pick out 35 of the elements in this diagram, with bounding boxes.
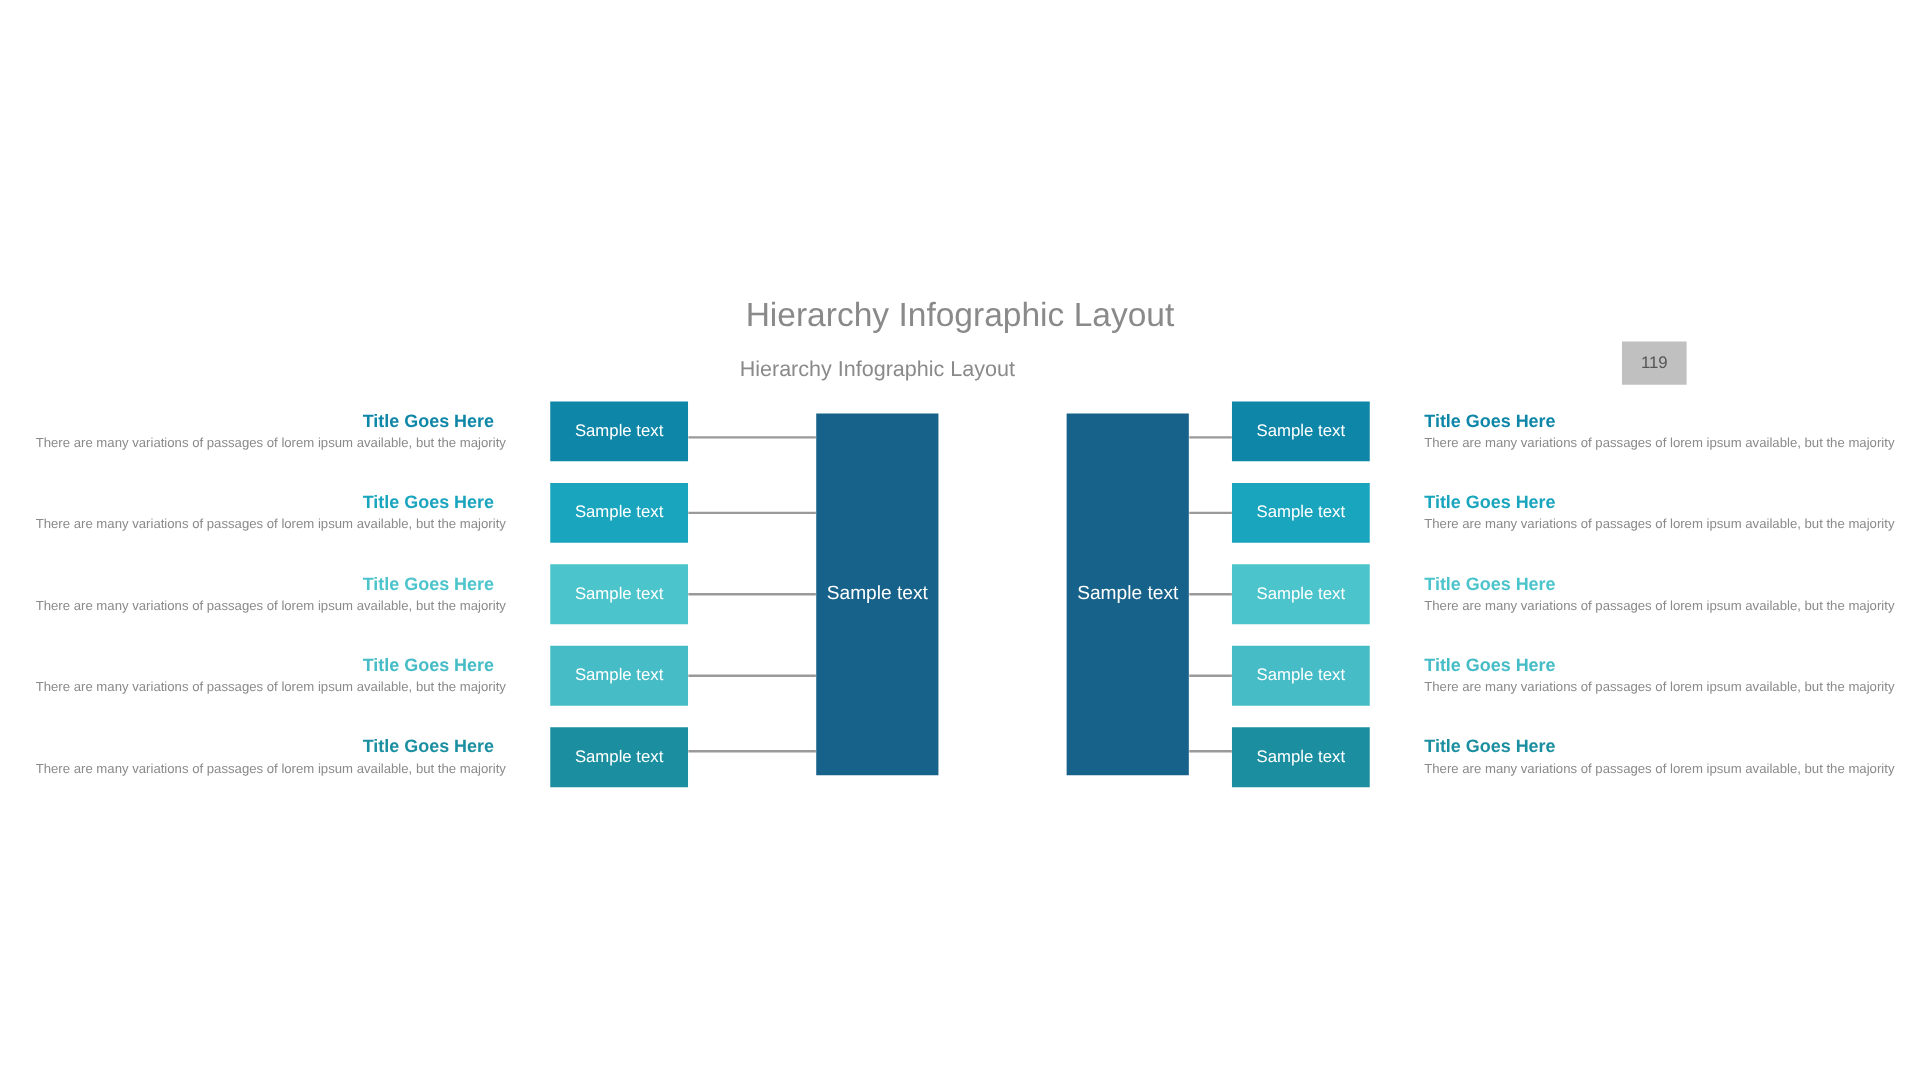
node-box: Sample text [1231,481,1370,542]
diagram-title: Hierarchy Infographic Layout [745,295,1175,334]
node-label: Title Goes Here [362,653,495,674]
connector [688,510,816,514]
node-box: Sample text [1231,563,1370,624]
node-box: Sample text [1231,400,1370,461]
node-label: Title Goes Here [362,572,495,593]
connector [1189,435,1232,438]
connector [688,435,816,438]
connector [688,749,816,752]
node-box: Sample text [1231,726,1370,787]
node-label: Title Goes Here [1424,572,1556,593]
connector [688,592,816,595]
node-box: Sample text [550,726,689,787]
node-box: Sample text [1231,644,1370,705]
node-box: Sample text [816,412,939,775]
node-box: Sample text [550,481,689,542]
node-label: Title Goes Here [362,409,495,430]
connector [1189,592,1232,595]
node-box: Sample text [550,400,689,461]
connector [1189,673,1232,676]
label: 119 [1640,350,1668,371]
node-label: Title Goes Here [362,735,495,756]
connector [688,673,816,676]
node-box: Sample text [1066,412,1189,775]
connector [1189,510,1232,514]
node-label: Title Goes Here [1424,491,1556,512]
node-label: Title Goes Here [1424,735,1556,756]
node-box: Sample text [550,563,689,624]
node-label: Title Goes Here [1424,653,1556,674]
connector [1189,749,1232,752]
node-label: Title Goes Here [1424,409,1556,430]
node-label: Title Goes Here [362,491,495,512]
node-box: Sample text [550,644,689,705]
label: Hierarchy Infographic Layout [739,356,1015,381]
